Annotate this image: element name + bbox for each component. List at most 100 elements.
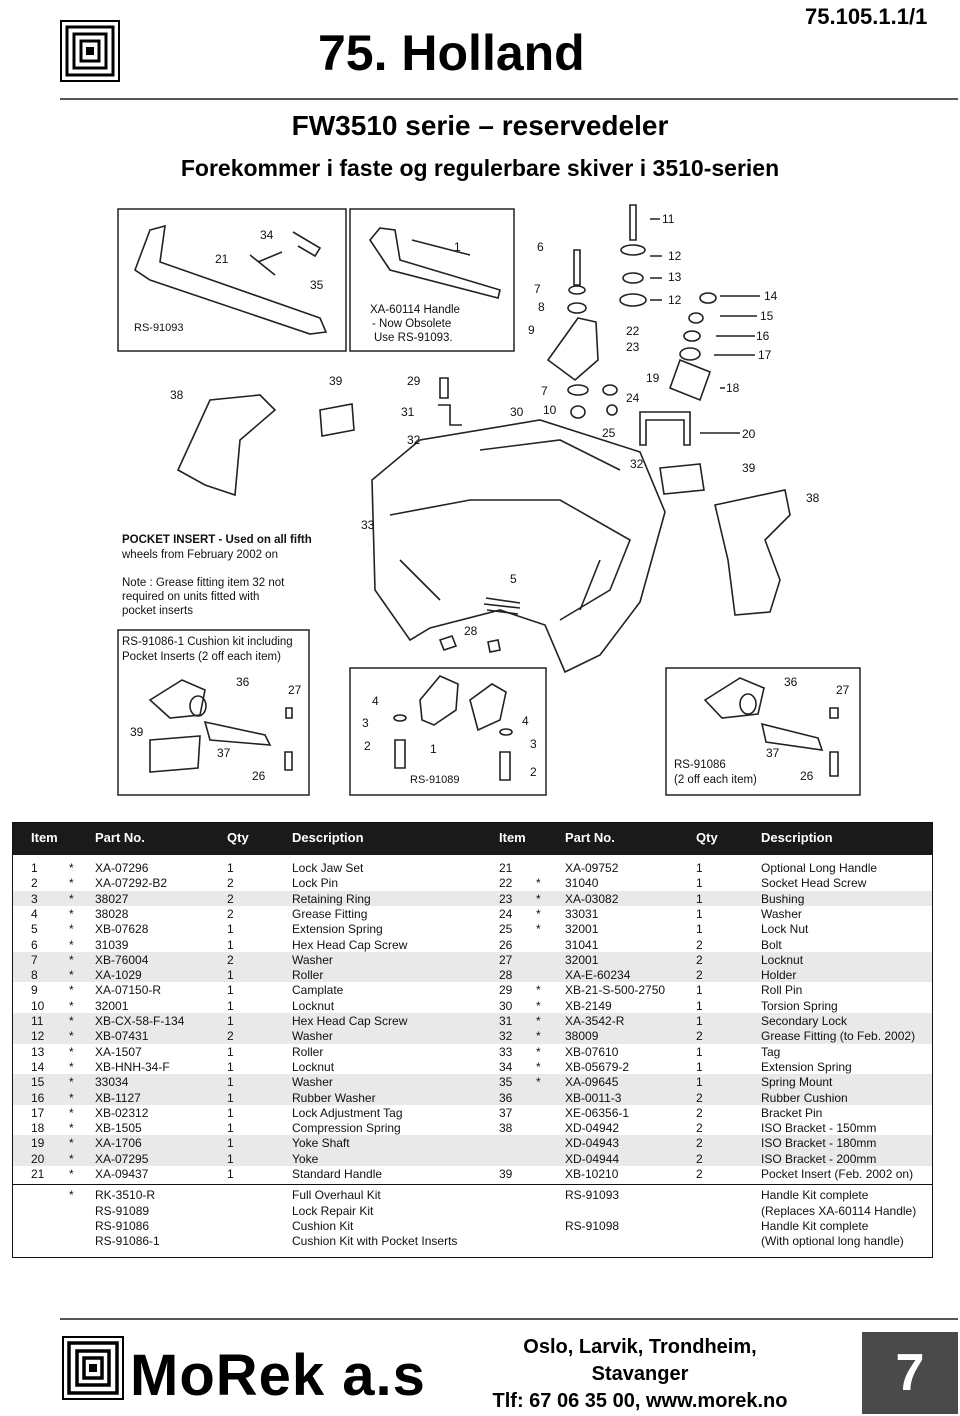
table-row-shade — [13, 951, 932, 983]
cell-qty: 1 — [696, 861, 703, 875]
cell-part: 31041 — [565, 937, 599, 952]
cell-desc: Secondary Lock — [761, 1014, 848, 1028]
callout-36-left: 36 — [236, 675, 250, 689]
cell-item: 30 — [499, 998, 513, 1013]
cell-qty: 2 — [696, 1151, 703, 1166]
callout-27-right: 27 — [836, 683, 850, 697]
cell-desc: Full Overhaul Kit — [292, 1188, 381, 1203]
cell-item: 29 — [499, 983, 513, 998]
callout-39-upper: 39 — [329, 374, 343, 388]
subtitle: Forekommer i faste og regulerbare skiver… — [180, 155, 780, 181]
cell-desc: Bracket Pin — [761, 1105, 823, 1120]
cell-mark: * — [536, 983, 541, 998]
callout-37-right: 37 — [766, 746, 780, 760]
grease-note-line1: Note : Grease fitting item 32 not — [122, 577, 285, 589]
cell-item: 14 — [31, 1059, 45, 1074]
cell-mark: * — [69, 983, 74, 998]
callout-39-right: 39 — [742, 461, 756, 475]
cell-item: 19 — [31, 1136, 45, 1151]
cell-desc: Roll Pin — [761, 983, 803, 998]
cell-qty: 1 — [696, 1014, 703, 1028]
cell-mark: * — [69, 1059, 74, 1074]
cell-part: XA-03082 — [565, 891, 619, 906]
cell-item: 21 — [499, 861, 513, 875]
cell-qty: 1 — [227, 1121, 234, 1136]
cell-desc: (With optional long handle) — [761, 1234, 904, 1249]
cell-mark: * — [69, 1014, 74, 1028]
cell-item: 17 — [31, 1105, 45, 1120]
cell-desc: Lock Repair Kit — [292, 1203, 374, 1218]
callout-35: 35 — [310, 278, 324, 292]
cell-item: 1 — [31, 861, 38, 875]
cell-mark: * — [536, 998, 541, 1013]
cell-desc: Lock Pin — [292, 876, 339, 891]
cell-desc: Locknut — [292, 1059, 335, 1074]
cell-item: 18 — [31, 1121, 45, 1136]
cell-qty: 1 — [227, 922, 234, 937]
footer-divider — [60, 1318, 958, 1320]
cell-qty: 2 — [696, 1029, 703, 1044]
cell-part: XA-07150-R — [95, 983, 162, 998]
cell-desc: Hex Head Cap Screw — [292, 937, 408, 952]
header-divider — [60, 98, 958, 100]
cell-desc: Lock Jaw Set — [292, 861, 364, 875]
cell-part: XB-1127 — [95, 1090, 141, 1105]
cell-desc: Handle Kit complete — [761, 1188, 869, 1203]
cell-item: 22 — [499, 876, 513, 891]
cell-mark: * — [536, 891, 541, 906]
contact-phone-web: Tlf: 67 06 35 00, www.morek.no — [492, 1390, 788, 1412]
grease-note-line2: required on units fitted with — [122, 591, 260, 603]
cell-part: 38027 — [95, 891, 129, 906]
cell-qty: 1 — [696, 1044, 703, 1059]
cell-qty: 1 — [227, 1105, 234, 1120]
cell-item: 24 — [499, 906, 513, 921]
callout-8: 8 — [538, 300, 545, 314]
cell-qty: 1 — [696, 876, 703, 891]
cell-part: 32001 — [565, 952, 599, 967]
cell-item: 33 — [499, 1044, 513, 1059]
cell-part: XE-06356-1 — [565, 1105, 630, 1120]
cell-item: 31 — [499, 1014, 513, 1028]
rs91086-note-line2: (2 off each item) — [674, 774, 757, 786]
cell-part: RK-3510-R — [95, 1188, 156, 1203]
cell-mark: * — [536, 1029, 541, 1044]
cell-part: RS-91098 — [565, 1218, 620, 1233]
cell-item: 20 — [31, 1151, 45, 1166]
cell-desc: Retaining Ring — [292, 891, 371, 906]
cell-mark: * — [536, 1044, 541, 1059]
cell-desc: Washer — [292, 952, 333, 967]
cell-part: XB-0011-3 — [565, 1090, 622, 1105]
cell-part: XB-21-S-500-2750 — [565, 983, 666, 998]
cell-item: 32 — [499, 1029, 513, 1044]
cell-qty: 2 — [696, 1121, 703, 1136]
cell-mark: * — [536, 922, 541, 937]
cell-desc: Washer — [761, 906, 802, 921]
cell-desc: Rubber Cushion — [761, 1090, 848, 1105]
callout-39-lower: 39 — [130, 725, 144, 739]
cell-item: 26 — [499, 937, 513, 952]
kit-row: RS-91093 Handle Kit complete — [13, 1188, 932, 1203]
cell-part: RS-91093 — [565, 1188, 620, 1203]
cell-mark: * — [69, 1029, 74, 1044]
cell-qty: 2 — [696, 1167, 703, 1181]
callout-13: 13 — [668, 270, 682, 284]
cell-desc: Washer — [292, 1075, 333, 1090]
table-row-shade — [13, 1074, 932, 1105]
cell-item: 21 — [31, 1167, 45, 1181]
cell-mark: * — [69, 1151, 74, 1166]
